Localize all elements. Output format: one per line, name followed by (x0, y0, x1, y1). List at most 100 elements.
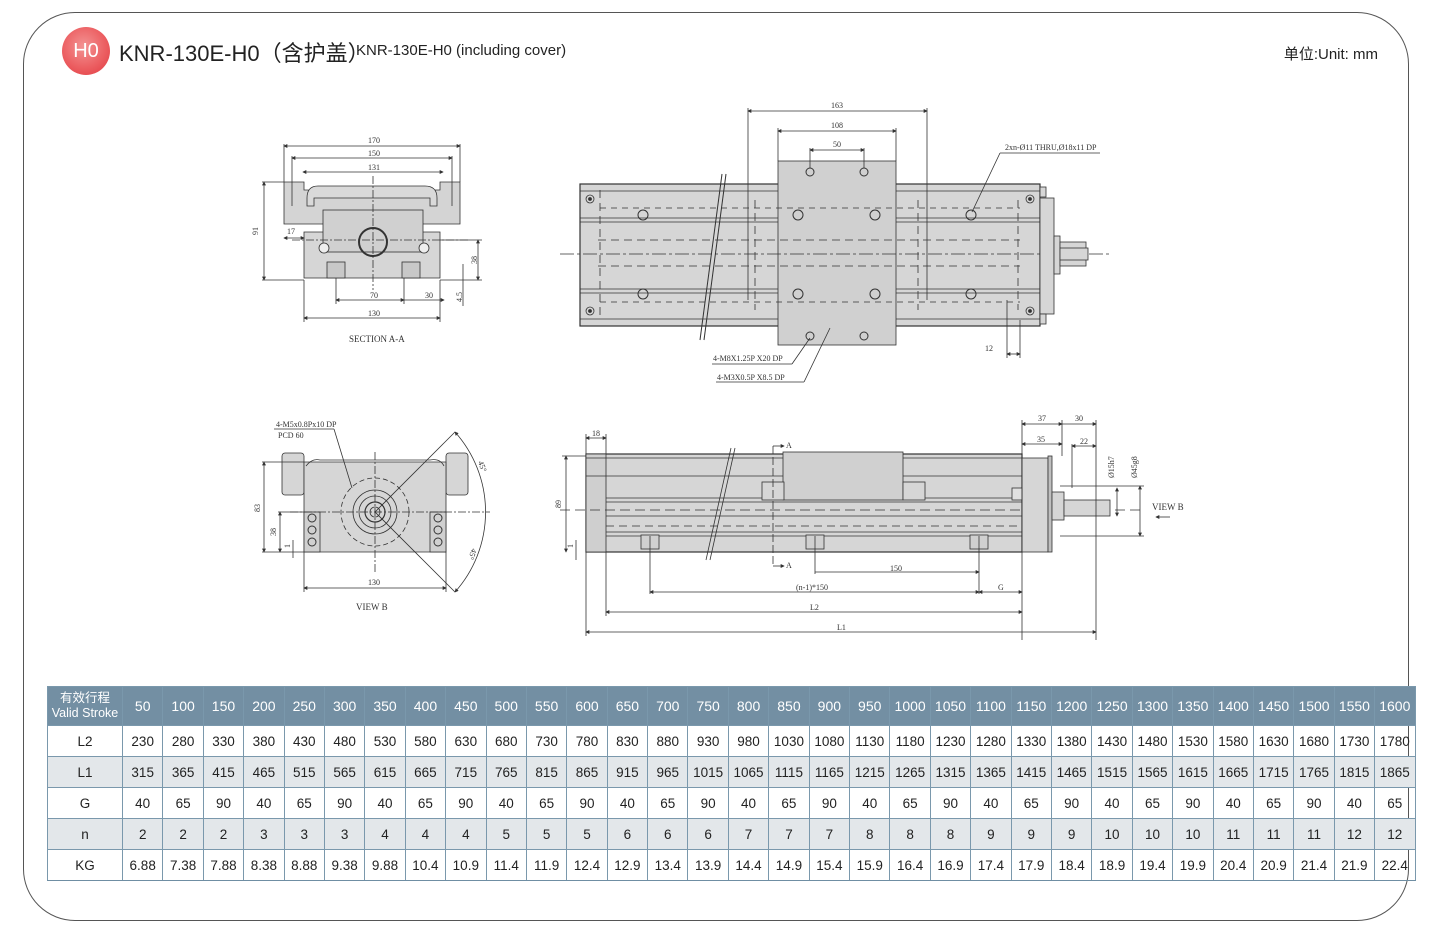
table-cell: 8.88 (283, 849, 325, 881)
stroke-column-header: 150 (202, 686, 245, 726)
stroke-header-label: 有效行程 Valid Stroke (47, 686, 123, 726)
stroke-column-header: 400 (404, 686, 447, 726)
table-cell: 65 (1252, 787, 1295, 819)
dim-91: 91 (251, 227, 260, 235)
table-cell: 1315 (929, 756, 972, 788)
table-cell: 21.9 (1333, 849, 1376, 881)
dim-1-side: 1 (566, 544, 575, 548)
table-cell: 380 (243, 725, 285, 757)
row-label: L1 (47, 756, 123, 788)
table-cell: 40 (121, 787, 164, 819)
table-cell: 13.9 (687, 849, 729, 881)
table-cell: 18.4 (1050, 849, 1093, 881)
table-cell: 4 (364, 818, 406, 850)
table-cell: 1665 (1212, 756, 1254, 788)
dim-37: 37 (1038, 414, 1046, 423)
table-cell: 1130 (849, 725, 891, 757)
callout-m5-holes: 4-M5x0.8Px10 DP (276, 420, 337, 429)
stroke-column-header: 1150 (1010, 686, 1052, 726)
table-cell: 4 (445, 818, 487, 850)
table-cell: 3 (243, 818, 285, 850)
dim-130: 130 (368, 309, 380, 318)
table-cell: 730 (525, 725, 568, 757)
stroke-column-header: 550 (525, 686, 568, 726)
table-cell: 665 (404, 756, 447, 788)
stroke-column-header: 50 (121, 686, 164, 726)
angle-45-top: 45° (476, 460, 488, 474)
stroke-column-header: 650 (606, 686, 649, 726)
table-cell: 530 (364, 725, 406, 757)
dim-l1: L1 (837, 623, 846, 632)
row-label: KG (47, 849, 123, 881)
table-cell: 480 (323, 725, 366, 757)
table-cell: 9.38 (323, 849, 366, 881)
dim-18: 18 (592, 429, 600, 438)
page-title: KNR-130E-H0（含护盖） (119, 41, 370, 66)
row-label: n (47, 818, 123, 850)
dim-35: 35 (1037, 435, 1045, 444)
dim-50: 50 (833, 140, 841, 149)
table-cell: 11 (1252, 818, 1295, 850)
stroke-column-header: 350 (364, 686, 406, 726)
stroke-column-header: 1100 (970, 686, 1012, 726)
table-cell: 13.4 (647, 849, 689, 881)
table-cell: 90 (687, 787, 729, 819)
page-subtitle: KNR-130E-H0 (including cover) (356, 42, 567, 59)
table-cell: 965 (647, 756, 689, 788)
stroke-column-header: 500 (485, 686, 527, 726)
stroke-column-header: 850 (768, 686, 810, 726)
stroke-label-en: Valid Stroke (51, 706, 119, 720)
table-cell: 11 (1212, 818, 1254, 850)
stroke-column-header: 300 (323, 686, 366, 726)
dim-130b: 130 (368, 578, 380, 587)
table-cell: 20.9 (1252, 849, 1295, 881)
table-cell: 865 (566, 756, 608, 788)
table-cell: 8 (849, 818, 891, 850)
table-cell: 3 (323, 818, 366, 850)
table-cell: 430 (283, 725, 325, 757)
table-cell: 65 (283, 787, 325, 819)
stroke-column-header: 1400 (1212, 686, 1254, 726)
table-cell: 765 (485, 756, 527, 788)
angle-45-bottom: 45° (466, 547, 478, 561)
side-view (560, 420, 1170, 640)
table-cell: 8 (929, 818, 972, 850)
table-cell: 9 (970, 818, 1012, 850)
stroke-column-header: 1500 (1293, 686, 1335, 726)
table-cell: 90 (445, 787, 487, 819)
view-b (262, 428, 490, 593)
table-cell: 6.88 (121, 849, 164, 881)
dim-shaft-diameter: Ø15h7 (1107, 456, 1116, 478)
table-cell: 90 (929, 787, 972, 819)
table-cell: 14.4 (727, 849, 770, 881)
stroke-column-header: 200 (243, 686, 285, 726)
dim-l2: L2 (810, 603, 819, 612)
section-aa-view (262, 144, 482, 322)
table-cell: 715 (445, 756, 487, 788)
table-cell: 65 (889, 787, 931, 819)
table-cell: 7 (808, 818, 851, 850)
dim-pitch-n: (n-1)*150 (796, 583, 828, 592)
table-cell: 1780 (1374, 725, 1416, 757)
table-cell: 40 (970, 787, 1012, 819)
stroke-column-header: 1600 (1374, 686, 1416, 726)
table-cell: 1065 (727, 756, 770, 788)
dim-163: 163 (831, 101, 843, 110)
table-cell: 980 (727, 725, 770, 757)
table-cell: 280 (162, 725, 204, 757)
table-cell: 565 (323, 756, 366, 788)
stroke-column-header: 600 (566, 686, 608, 726)
table-cell: 40 (485, 787, 527, 819)
stroke-column-header: 1250 (1091, 686, 1133, 726)
table-cell: 2 (162, 818, 204, 850)
table-cell: 1465 (1050, 756, 1093, 788)
dim-38: 38 (470, 256, 479, 264)
stroke-column-header: 450 (445, 686, 487, 726)
table-cell: 580 (404, 725, 447, 757)
dim-150: 150 (368, 149, 380, 158)
callout-pcd: PCD 60 (278, 431, 304, 440)
